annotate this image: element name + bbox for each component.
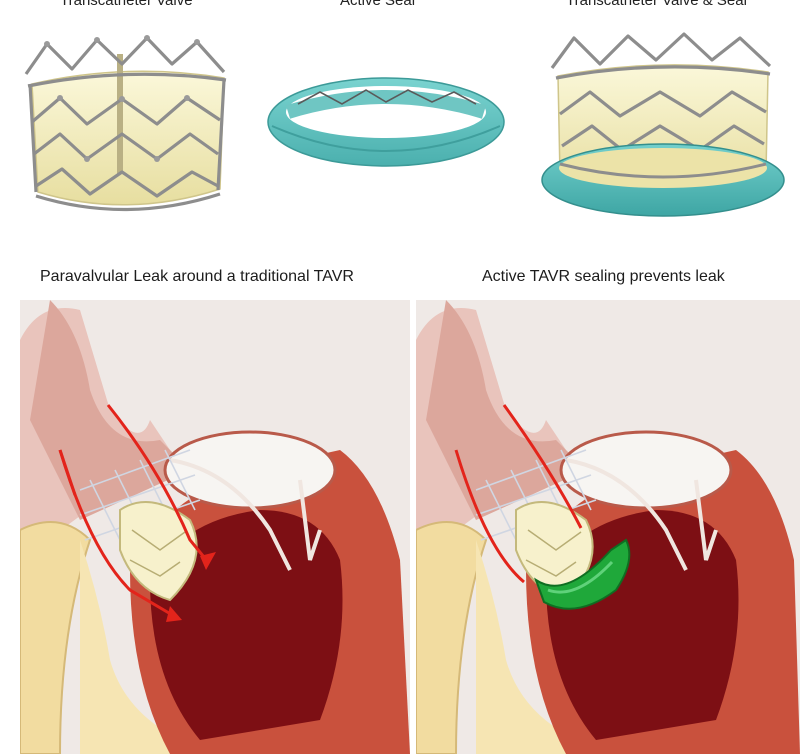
label-active-seal: Active Seal: [340, 0, 416, 9]
label-transcatheter-valve: Transcatheter Valve: [60, 0, 193, 9]
active-seal-ring-illustration: [267, 77, 505, 167]
heart-active-seal-illustration: [416, 300, 800, 754]
leak-arrows: [58, 404, 210, 618]
heart-paravalvular-leak-illustration: [20, 300, 410, 754]
valve-with-seal-illustration: [541, 32, 785, 217]
caption-active-sealing: Active TAVR sealing prevents leak: [482, 268, 725, 285]
transcatheter-valve-illustration: [24, 35, 227, 212]
active-seal-ring: [534, 538, 631, 610]
label-valve-and-seal: Transcatheter Valve & Seal: [566, 0, 747, 9]
caption-paravalvular-leak: Paravalvular Leak around a traditional T…: [40, 268, 354, 285]
